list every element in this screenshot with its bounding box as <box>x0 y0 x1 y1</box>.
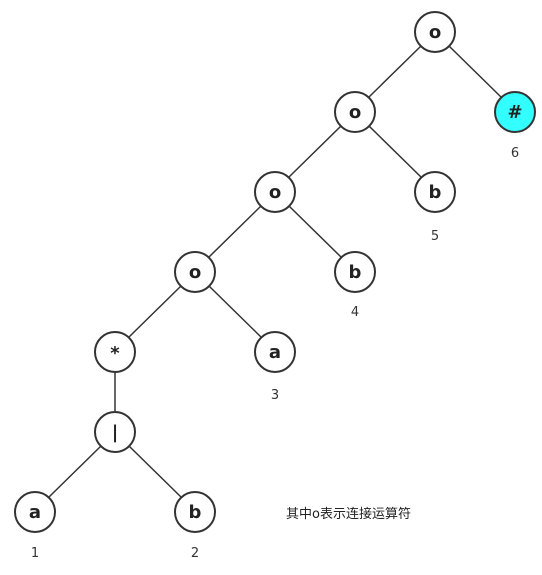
node-star-label: * <box>110 343 120 364</box>
edge-concat-l2-to-leaf-b4 <box>288 205 342 258</box>
node-concat-l3: o <box>174 251 216 293</box>
edge-concat-l1-to-concat-l2 <box>288 125 342 178</box>
edge-concat-l2-to-concat-l3 <box>208 205 262 258</box>
node-leaf-a3-label: a <box>269 342 281 363</box>
node-leaf-b2-label: b <box>189 502 202 523</box>
node-leaf-b5: b <box>414 171 456 213</box>
tree-nodes: o # o b o b o a <box>14 11 536 533</box>
node-concat-l1-label: o <box>349 102 361 123</box>
edge-concat-l3-to-leaf-a3 <box>208 285 262 338</box>
position-labels: 1 2 3 4 5 6 <box>31 146 519 561</box>
node-union: | <box>94 411 136 453</box>
node-leaf-a1-label: a <box>29 502 41 523</box>
node-leaf-b5-label: b <box>429 182 442 203</box>
node-concat-l3-label: o <box>189 262 201 283</box>
node-star: * <box>94 331 136 373</box>
node-leaf-a1: a <box>14 491 56 533</box>
tree-edges <box>48 45 502 498</box>
operator-note: 其中o表示连接运算符 <box>286 506 411 522</box>
node-end-marker-label: # <box>507 102 522 123</box>
node-union-label: | <box>112 422 119 443</box>
edge-root-to-end-marker <box>448 45 502 98</box>
node-root-concat-label: o <box>429 22 441 43</box>
position-label-6: 6 <box>511 146 519 161</box>
node-concat-l2: o <box>254 171 296 213</box>
position-label-4: 4 <box>351 305 359 320</box>
edge-union-to-leaf-a1 <box>48 445 102 498</box>
node-leaf-b4: b <box>334 251 376 293</box>
edge-concat-l1-to-leaf-b5 <box>368 125 422 178</box>
position-label-1: 1 <box>31 546 39 561</box>
node-leaf-a3: a <box>254 331 296 373</box>
edge-root-to-concat-l1 <box>368 45 422 98</box>
edge-union-to-leaf-b2 <box>128 445 182 498</box>
edge-concat-l3-to-star <box>128 285 182 338</box>
node-leaf-b4-label: b <box>349 262 362 283</box>
node-root-concat: o <box>414 11 456 53</box>
position-label-3: 3 <box>271 388 279 403</box>
node-leaf-b2: b <box>174 491 216 533</box>
node-concat-l2-label: o <box>269 182 281 203</box>
node-concat-l1: o <box>334 91 376 133</box>
node-end-marker: # <box>494 91 536 133</box>
position-label-5: 5 <box>431 229 439 244</box>
position-label-2: 2 <box>191 546 199 561</box>
